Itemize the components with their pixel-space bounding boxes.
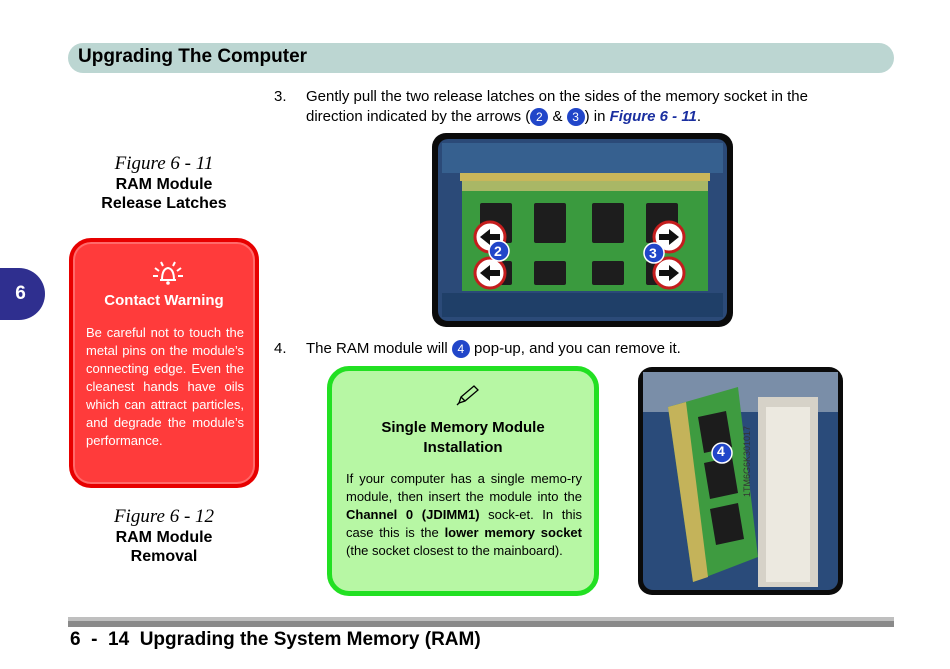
note-title: Single Memory Module Installation [332,418,594,458]
warning-title: Contact Warning [104,292,224,309]
text-run: If your computer has a single memo-ry mo… [346,471,582,504]
figure-reference-link[interactable]: Figure 6 - 11 [609,108,697,125]
step-text-line1: Gently pull the two release latches on t… [306,88,808,105]
ram-removal-illustration [643,372,838,590]
figure-title-line2: Release Latches [101,195,227,212]
footer-page-title: 6 - 14 Upgrading the System Memory (RAM) [70,629,481,650]
chapter-tab[interactable]: 6 [0,268,45,320]
footer-rule [68,617,894,627]
text-run: sock-et. In this case this is the [346,507,583,540]
text-run: . [696,108,702,125]
pencil-icon [456,385,479,406]
ram-module-removal-photo: 4 1TM6G6K301017 [638,367,843,595]
step-text: The RAM module will 4 pop-up, and you ca… [306,339,876,359]
figure-title-line2: Removal [130,548,198,565]
single-memory-note-box: Single Memory Module Installation If you… [327,366,599,596]
note-text: If your computer has a single memo-ry mo… [346,470,582,560]
ram-module-latches-photo: 2 3 [432,133,733,327]
module-serial-label: 1TM6G6K301017 [742,425,752,497]
figure-caption-6-12: Figure 6 - 12 RAM Module Removal [64,506,264,566]
text-run: (the socket closest to the mainboard). [346,543,563,558]
figure-title-line1: RAM Module [115,529,213,546]
step-text: Gently pull the two release latches on t… [306,87,876,127]
callout-label-4: 4 [717,443,725,459]
text-run: & [548,108,567,125]
channel-name: Channel 0 (JDIMM1) [346,507,480,522]
callout-badge-4: 4 [451,340,470,359]
callout-label-2: 2 [494,243,502,259]
note-title-line1: Single Memory Module [381,419,545,436]
step-number: 4. [274,340,287,357]
contact-warning-box: Contact Warning Be careful not to touch … [69,238,259,488]
text-run: The RAM module will [306,340,452,357]
callout-badge-3: 3 [566,108,585,127]
warning-text: Be careful not to touch the metal pins o… [86,325,244,448]
ram-photo-illustration [438,139,727,321]
step-3: 3. Gently pull the two release latches o… [274,87,874,129]
figure-number: Figure 6 - 12 [113,506,215,527]
text-run: ) in [584,108,610,125]
socket-name: lower memory socket [444,525,582,540]
figure-title-line1: RAM Module [115,176,213,193]
callout-badge-2: 2 [530,108,549,127]
page-header-title: Upgrading The Computer [78,46,308,67]
text-run: direction indicated by the arrows ( [306,108,531,125]
footer-rule-highlight [68,617,894,621]
step-4: 4. The RAM module will 4 pop-up, and you… [274,339,874,361]
text-run: pop-up, and you can remove it. [469,340,681,357]
figure-caption-6-11: Figure 6 - 11 RAM Module Release Latches [64,153,264,213]
figure-number: Figure 6 - 11 [114,153,214,174]
header-bar [68,43,894,73]
step-text-line2: direction indicated by the arrows (2 & 3… [306,107,876,127]
step-number: 3. [274,88,287,105]
callout-label-3: 3 [649,245,657,261]
warning-bell-icon [153,261,183,285]
note-title-line2: Installation [423,439,503,456]
